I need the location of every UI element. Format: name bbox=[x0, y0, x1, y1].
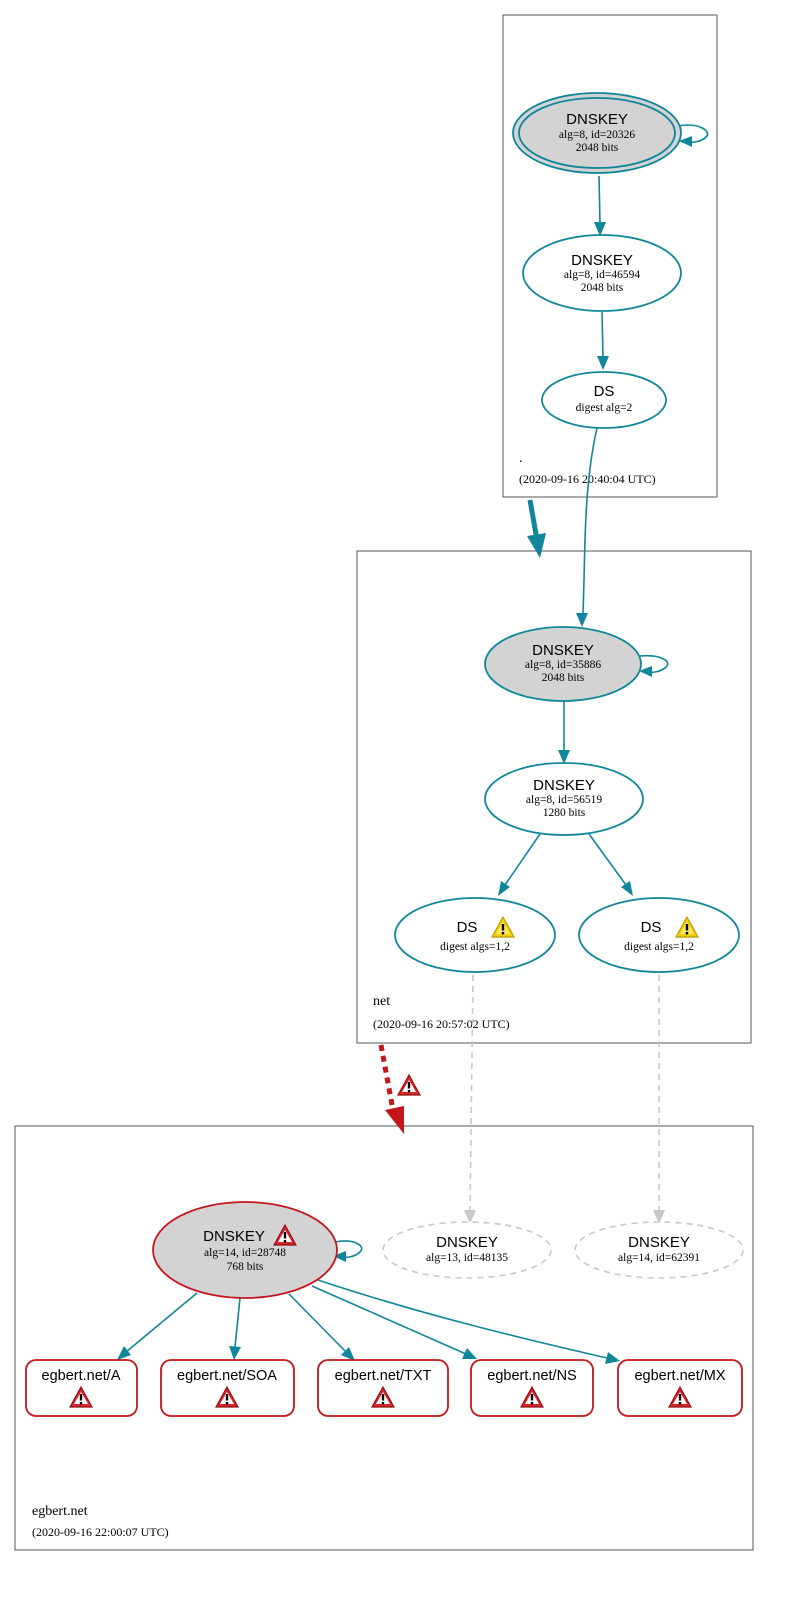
node-root-zsk-title: DNSKEY bbox=[571, 252, 633, 269]
zone-net-name: net bbox=[373, 994, 390, 1009]
zone-root-timestamp: (2020-09-16 20:40:04 UTC) bbox=[519, 472, 656, 486]
node-net-ds2-title: DS bbox=[641, 919, 662, 936]
node-eg-ksk-alg: alg=14, id=28748 bbox=[204, 1247, 286, 1259]
edge-net-zsk-ds2 bbox=[588, 833, 627, 886]
node-root-ds-title: DS bbox=[594, 383, 615, 400]
node-root-ds-digest: digest alg=2 bbox=[576, 402, 633, 414]
node-root-zsk-alg: alg=8, id=46594 bbox=[564, 269, 640, 281]
node-net-zsk-bits: 1280 bits bbox=[543, 807, 586, 819]
node-eg-ksk[interactable]: DNSKEY alg=14, id=28748 768 bits bbox=[152, 1201, 338, 1299]
edge-delegation-root-net bbox=[527, 499, 540, 541]
edge-eg-ksk-txt bbox=[288, 1293, 347, 1353]
node-eg-missing-key-1[interactable]: DNSKEY alg=13, id=48135 bbox=[382, 1221, 552, 1279]
node-net-zsk-alg: alg=8, id=56519 bbox=[526, 794, 602, 806]
zone-egbert-timestamp: (2020-09-16 22:00:07 UTC) bbox=[32, 1525, 169, 1539]
edges bbox=[117, 124, 709, 1364]
node-net-ds2[interactable]: DS digest algs=1,2 bbox=[578, 897, 740, 973]
node-net-zsk[interactable]: DNSKEY alg=8, id=56519 1280 bits bbox=[484, 762, 644, 836]
rrset-soa[interactable]: egbert.net/SOA bbox=[160, 1359, 295, 1417]
zone-root: . (2020-09-16 20:40:04 UTC) bbox=[502, 14, 718, 498]
zone-root-name: . bbox=[519, 451, 523, 466]
rrset-ns-label: egbert.net/NS bbox=[487, 1368, 576, 1384]
node-eg-missing1-title: DNSKEY bbox=[436, 1234, 498, 1251]
node-net-ksk-bits: 2048 bits bbox=[542, 672, 585, 684]
node-eg-ksk-title: DNSKEY bbox=[203, 1228, 265, 1245]
edge-eg-ksk-mx bbox=[317, 1279, 608, 1359]
node-root-ksk-alg: alg=8, id=20326 bbox=[559, 129, 635, 141]
node-net-ds1-title: DS bbox=[457, 919, 478, 936]
node-net-ds2-digest: digest algs=1,2 bbox=[624, 941, 694, 953]
edge-net-zsk-ds1 bbox=[504, 833, 541, 886]
rrset-mx[interactable]: egbert.net/MX bbox=[617, 1359, 743, 1417]
node-eg-missing2-title: DNSKEY bbox=[628, 1234, 690, 1251]
node-root-zsk[interactable]: DNSKEY alg=8, id=46594 2048 bits bbox=[522, 234, 682, 312]
node-root-zsk-bits: 2048 bits bbox=[581, 282, 624, 294]
node-eg-ksk-bits: 768 bits bbox=[227, 1261, 264, 1273]
delegation-error-icon bbox=[397, 1074, 421, 1096]
node-root-ksk-bits: 2048 bits bbox=[576, 142, 619, 154]
node-net-ds1-digest: digest algs=1,2 bbox=[440, 941, 510, 953]
rrset-a[interactable]: egbert.net/A bbox=[25, 1359, 138, 1417]
edge-eg-ksk-soa bbox=[234, 1297, 241, 1348]
rrset-ns[interactable]: egbert.net/NS bbox=[470, 1359, 594, 1417]
node-net-zsk-title: DNSKEY bbox=[533, 777, 595, 794]
edge-delegation-net-egbert bbox=[378, 1044, 396, 1111]
edge-root-ksk-zsk bbox=[598, 175, 601, 225]
edge-root-zsk-ds bbox=[601, 311, 604, 359]
node-root-ksk-title: DNSKEY bbox=[566, 111, 628, 128]
zone-egbert: egbert.net (2020-09-16 22:00:07 UTC) bbox=[14, 1125, 754, 1551]
zone-egbert-name: egbert.net bbox=[32, 1504, 88, 1519]
zone-net-timestamp: (2020-09-16 20:57:02 UTC) bbox=[373, 1017, 510, 1031]
edge-root-ds-net-ksk bbox=[582, 427, 598, 615]
node-net-ksk-title: DNSKEY bbox=[532, 642, 594, 659]
node-root-ksk[interactable]: DNSKEY alg=8, id=20326 2048 bits bbox=[512, 92, 682, 174]
rrset-txt[interactable]: egbert.net/TXT bbox=[317, 1359, 449, 1417]
rrset-mx-label: egbert.net/MX bbox=[634, 1368, 725, 1384]
edge-eg-ksk-a bbox=[125, 1292, 198, 1353]
node-root-ds[interactable]: DS digest alg=2 bbox=[541, 371, 667, 429]
rrset-txt-label: egbert.net/TXT bbox=[335, 1368, 432, 1384]
node-eg-missing1-alg: alg=13, id=48135 bbox=[426, 1252, 508, 1264]
rrset-soa-label: egbert.net/SOA bbox=[177, 1368, 277, 1384]
node-net-ksk[interactable]: DNSKEY alg=8, id=35886 2048 bits bbox=[484, 626, 642, 702]
node-eg-missing2-alg: alg=14, id=62391 bbox=[618, 1252, 700, 1264]
edge-eg-ksk-ns bbox=[311, 1285, 467, 1355]
zone-net: net (2020-09-16 20:57:02 UTC) bbox=[356, 550, 752, 1044]
node-net-ksk-alg: alg=8, id=35886 bbox=[525, 659, 601, 671]
edge-ds1-missing1 bbox=[469, 974, 474, 1213]
node-eg-missing-key-2[interactable]: DNSKEY alg=14, id=62391 bbox=[574, 1221, 744, 1279]
node-net-ds1[interactable]: DS digest algs=1,2 bbox=[394, 897, 556, 973]
rrset-a-label: egbert.net/A bbox=[42, 1368, 121, 1384]
